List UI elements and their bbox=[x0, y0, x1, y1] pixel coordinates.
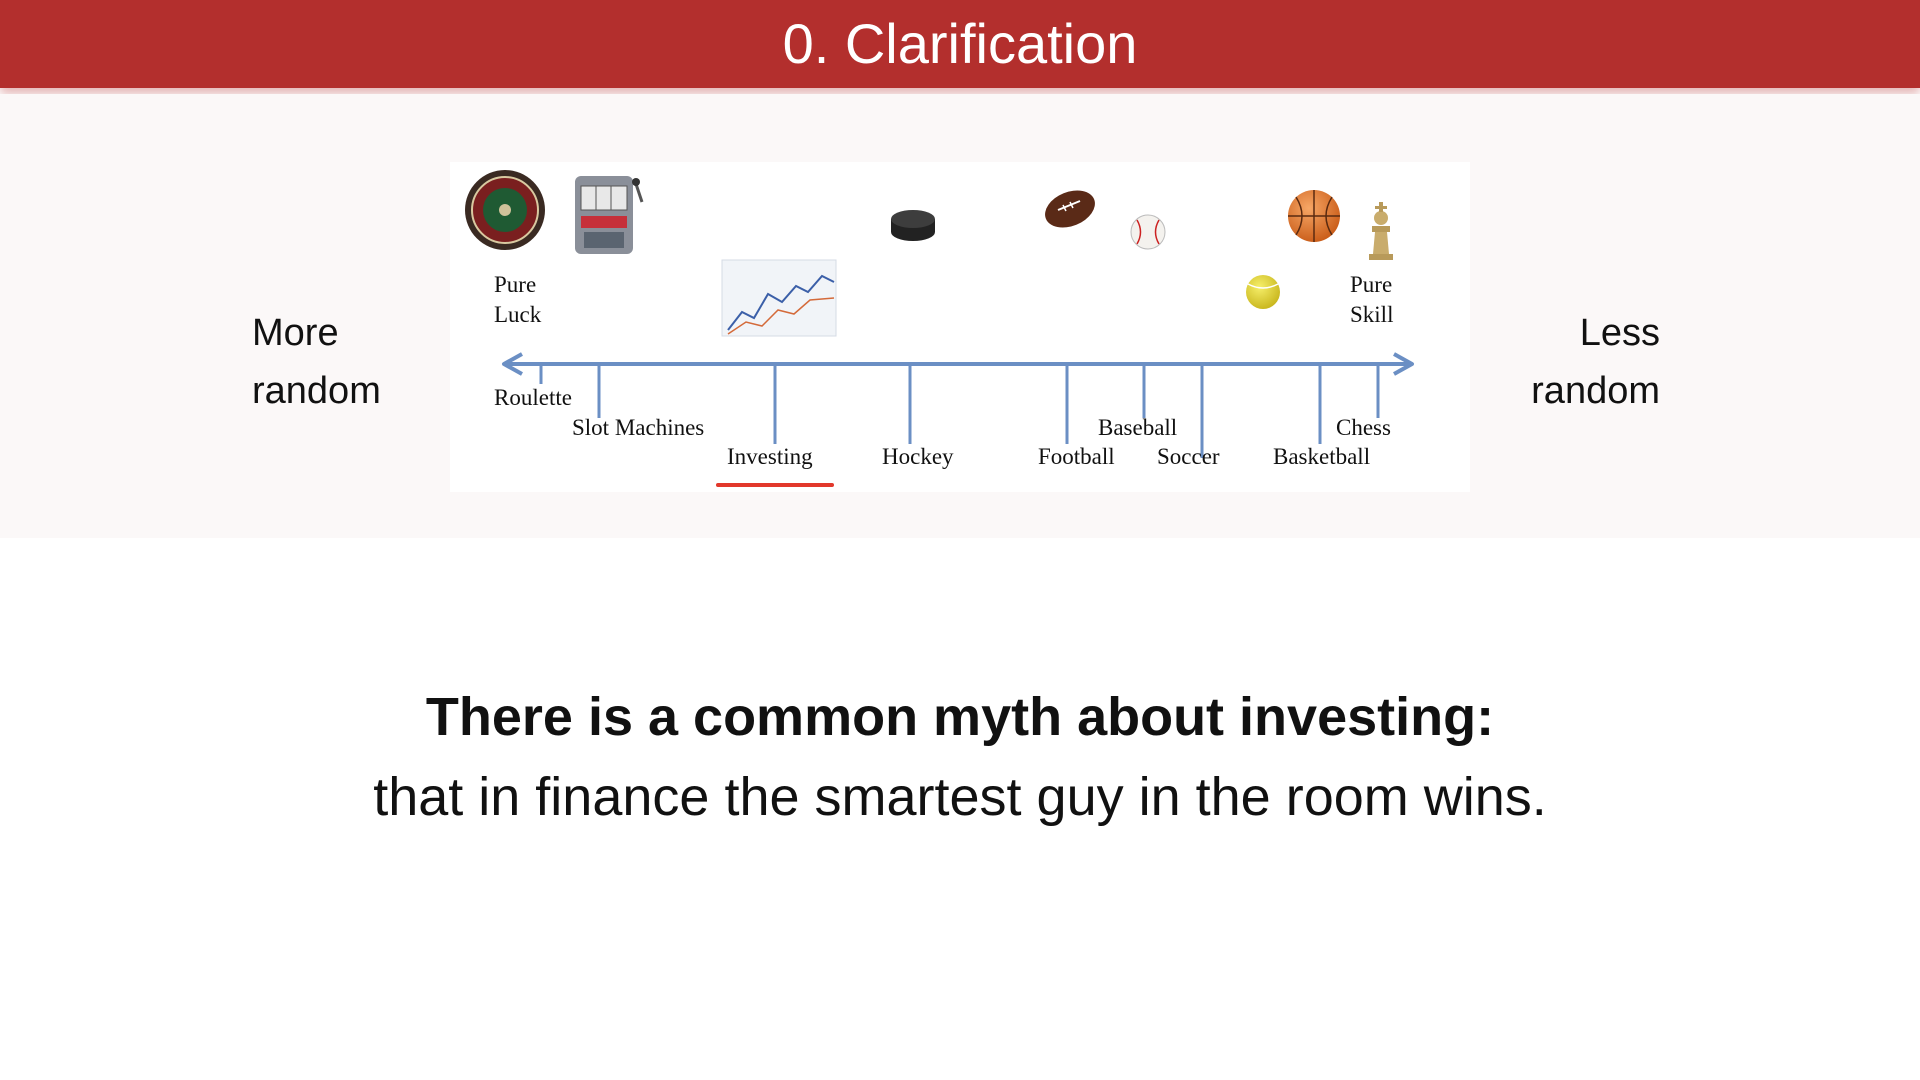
pure-skill-line-1: Pure bbox=[1350, 272, 1392, 297]
more-random-label: More random bbox=[252, 304, 381, 420]
axis-arrow-left bbox=[502, 352, 523, 376]
label-basketball: Basketball bbox=[1273, 444, 1370, 469]
pure-skill-line-2: Skill bbox=[1350, 302, 1393, 327]
slot-machine-icon bbox=[575, 176, 644, 254]
baseball-icon bbox=[1130, 214, 1166, 250]
roulette-wheel-icon bbox=[465, 170, 545, 250]
title-bar: 0. Clarification bbox=[0, 0, 1920, 88]
myth-text: that in finance the smartest guy in the … bbox=[373, 767, 1547, 827]
slide-title: 0. Clarification bbox=[782, 12, 1138, 75]
label-slot-machines: Slot Machines bbox=[572, 415, 704, 440]
label-roulette: Roulette bbox=[494, 385, 572, 410]
more-random-line-2: random bbox=[252, 370, 381, 412]
less-random-label: Less random bbox=[1531, 304, 1660, 420]
basketball-icon bbox=[1288, 190, 1340, 242]
pure-luck-line-1: Pure bbox=[494, 272, 536, 297]
football-icon bbox=[1045, 190, 1095, 228]
label-baseball: Baseball bbox=[1098, 415, 1177, 440]
more-random-line-1: More bbox=[252, 312, 339, 354]
label-soccer: Soccer bbox=[1157, 444, 1220, 469]
label-investing: Investing bbox=[727, 444, 813, 469]
label-hockey: Hockey bbox=[882, 444, 954, 469]
label-chess: Chess bbox=[1336, 415, 1391, 440]
stock-chart-icon bbox=[721, 259, 837, 337]
myth-heading: There is a common myth about investing: bbox=[425, 687, 1495, 747]
less-random-line-2: random bbox=[1531, 370, 1660, 412]
axis-arrow-right bbox=[1393, 352, 1414, 376]
less-random-line-1: Less bbox=[1579, 312, 1660, 354]
tennis-ball-icon bbox=[1246, 275, 1280, 309]
luck-skill-continuum: Pure Luck Pure Skill Roulette Slot Machi… bbox=[450, 162, 1470, 492]
hockey-puck-icon bbox=[891, 210, 935, 241]
label-football: Football bbox=[1038, 444, 1115, 469]
chess-piece-icon bbox=[1369, 202, 1393, 260]
pure-luck-line-2: Luck bbox=[494, 302, 542, 327]
continuum-svg: Pure Luck Pure Skill Roulette Slot Machi… bbox=[465, 170, 1414, 487]
